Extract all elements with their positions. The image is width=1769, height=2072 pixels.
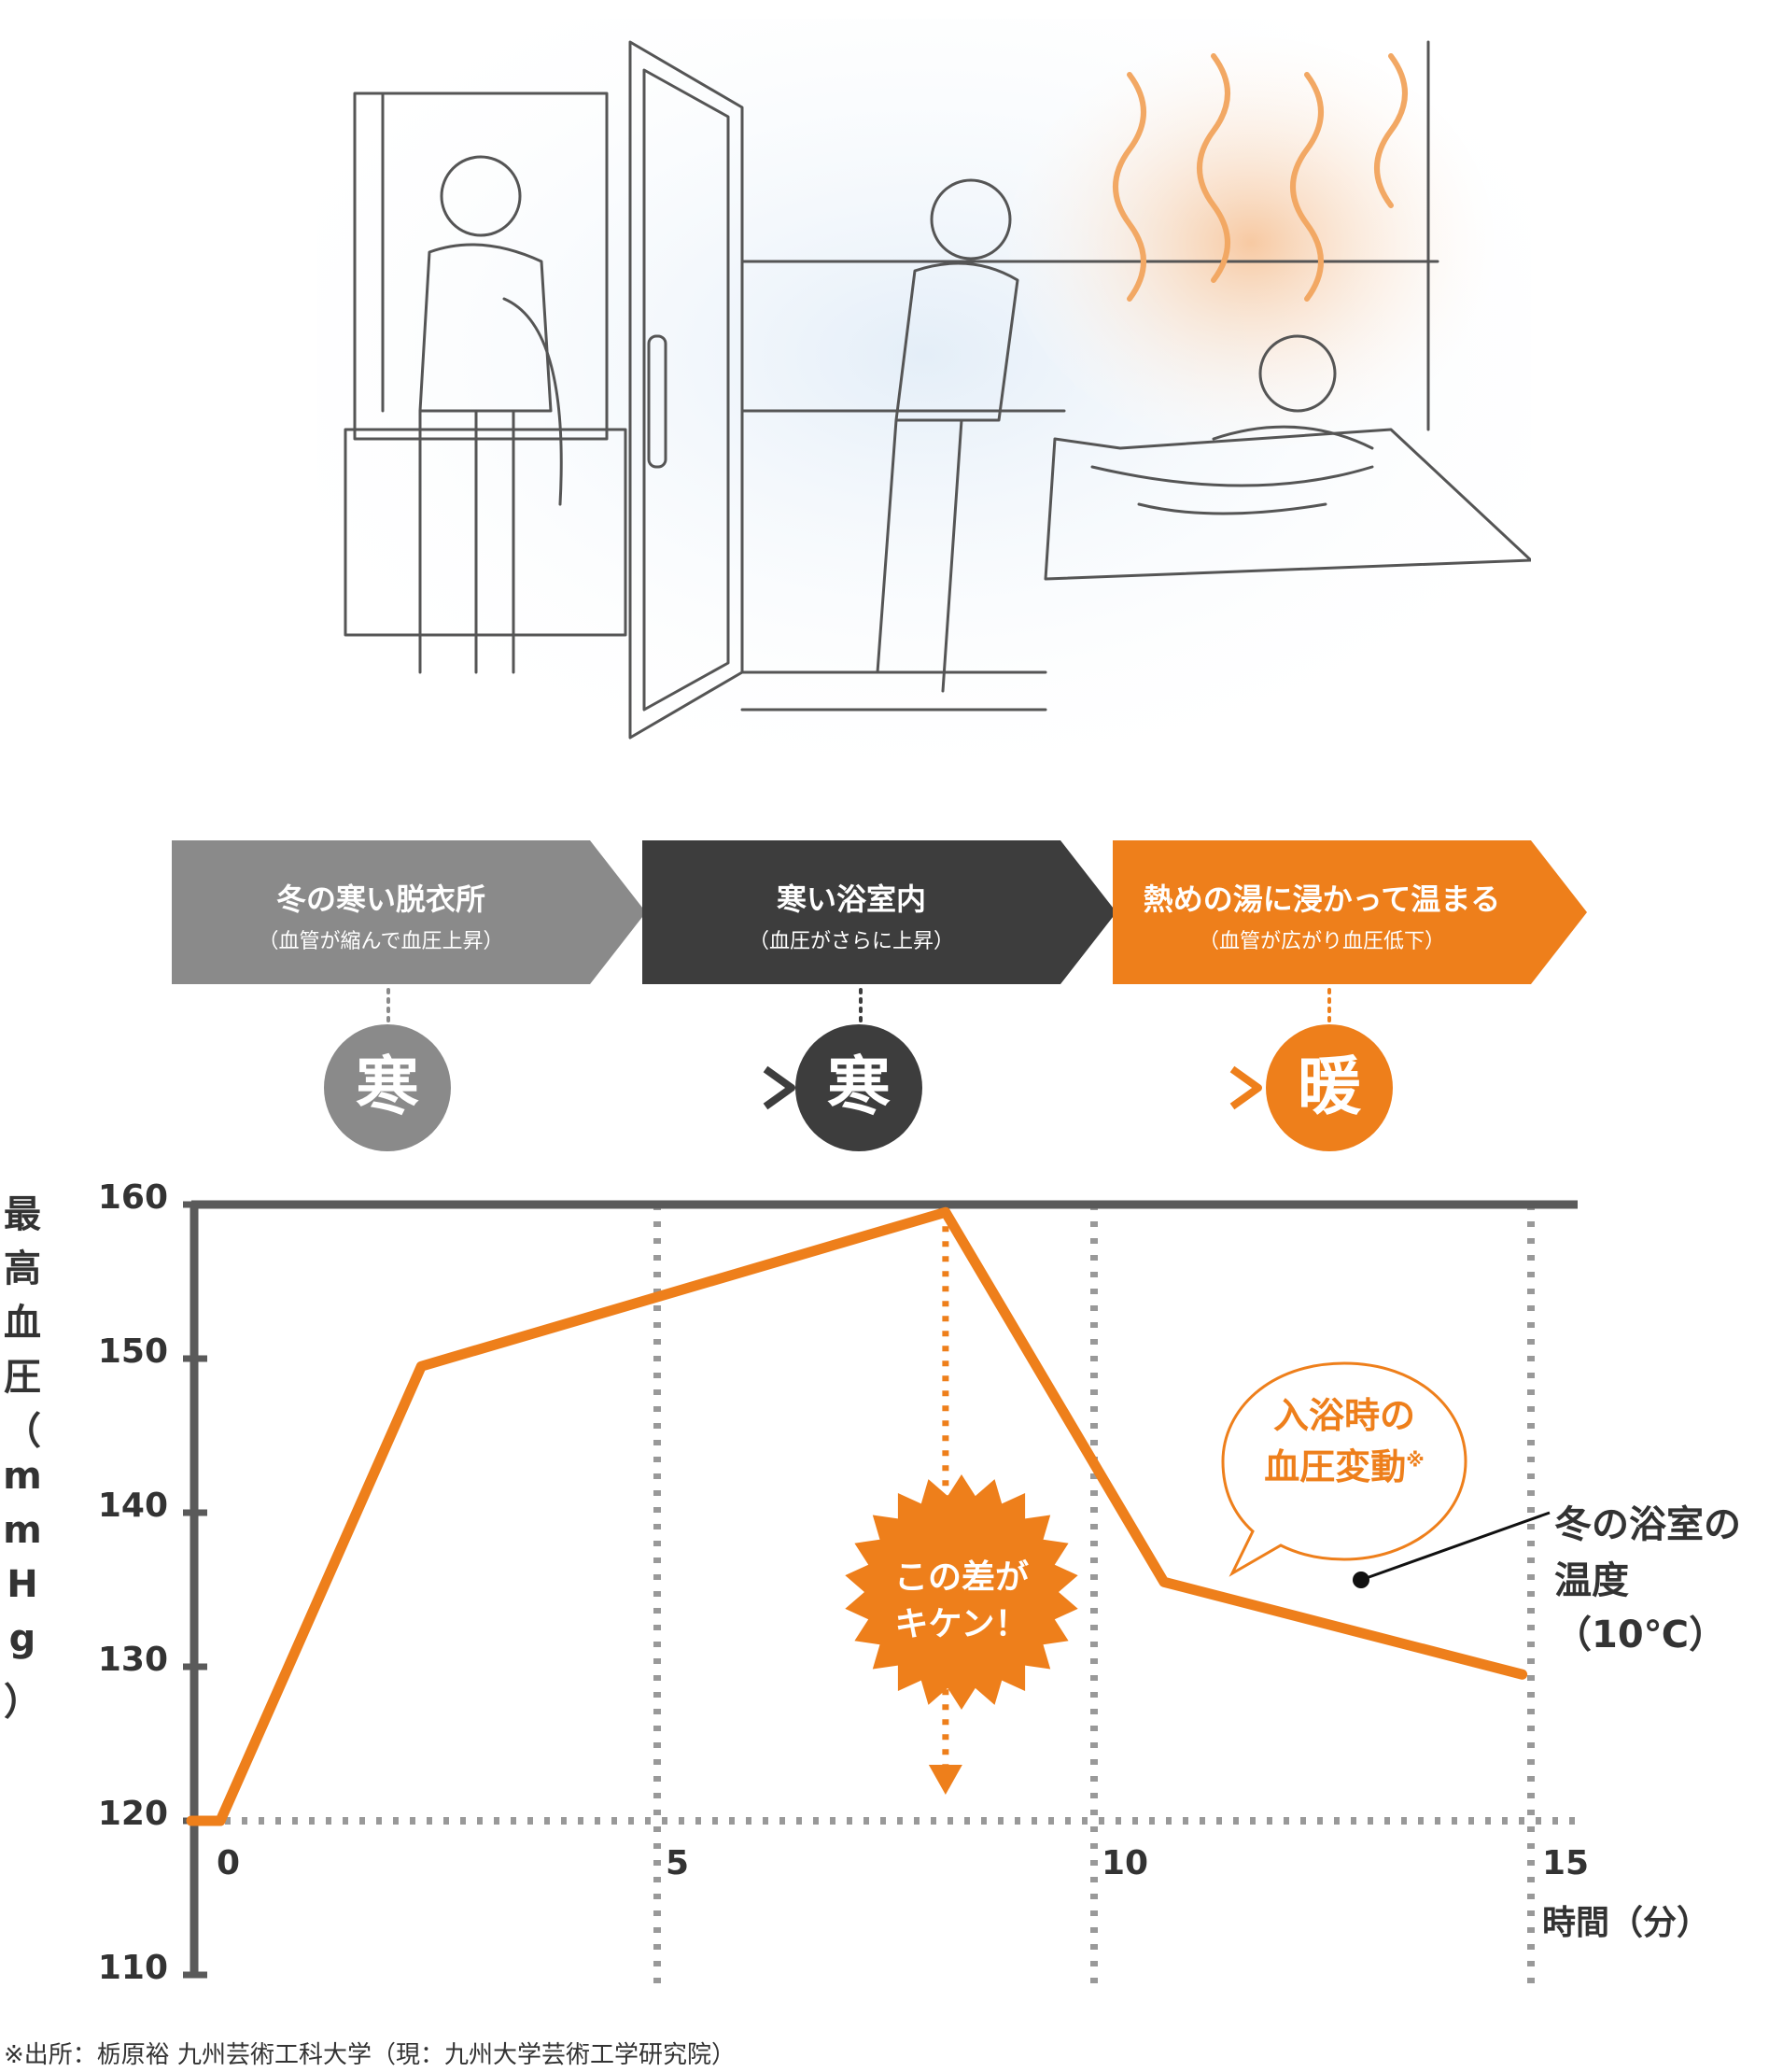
bp-point (1520, 1672, 1524, 1677)
y-axis-label-char: H (7, 1563, 38, 1606)
badge-warm: 暖 (1266, 1024, 1393, 1151)
stage-2-subtitle: （血圧がさらに上昇） (748, 930, 954, 953)
y-tick-120: 120 (97, 1795, 168, 1833)
temp-label-1: 冬の浴室の (1554, 1503, 1741, 1546)
stage-2-shape (642, 840, 1116, 984)
stage-2-title: 寒い浴室内 (776, 881, 926, 917)
bubble-text-1: 入浴時の (1272, 1395, 1415, 1436)
y-axis-label-char: 血 (4, 1302, 41, 1345)
badge-cold-2: 寒 (795, 1024, 922, 1151)
y-axis-label-char: g (8, 1617, 36, 1660)
danger-arrowhead (928, 1765, 962, 1795)
stage-1-shape (172, 840, 646, 984)
y-axis-label-char: ） (4, 1681, 41, 1724)
y-tick-160: 160 (97, 1178, 168, 1217)
danger-text-2: キケン！ (894, 1605, 1029, 1643)
grid-lines (191, 1205, 1578, 1984)
stage-2-bg (642, 840, 1116, 984)
y-axis-label-char: （ (4, 1410, 41, 1453)
stage-3-shape (1113, 840, 1587, 984)
x-tick-0: 0 (217, 1844, 241, 1882)
speech-bubble (1221, 1361, 1467, 1577)
speech-bubble-shape (1221, 1361, 1467, 1577)
temp-label-2: 温度（10℃） (1554, 1559, 1727, 1656)
x-axis-label: 時間（分） (1542, 1904, 1711, 1942)
stage-3-bg (1113, 840, 1587, 984)
x-tick-10: 10 (1102, 1844, 1149, 1882)
bathroom-illustration (317, 19, 1531, 766)
bubble-text-2-main: 血圧変動 (1264, 1446, 1407, 1487)
danger-text-1: この差が (893, 1558, 1029, 1597)
stage-3-subtitle: （血管が広がり血圧低下） (1198, 930, 1445, 953)
badge-cold-1: 寒 (324, 1024, 451, 1151)
y-axis-label-char: 圧 (4, 1356, 41, 1399)
bp-point (1161, 1580, 1166, 1585)
source-note: ※出所：栃原裕 九州芸術工科大学（現：九州大学芸術工学研究院） (4, 2041, 737, 2069)
stage-1-title: 冬の寒い脱衣所 (275, 881, 485, 917)
y-axis-label-char: 最 (4, 1193, 41, 1236)
danger-starburst (845, 1474, 1078, 1710)
y-axis-label-char: m (3, 1455, 42, 1498)
temp-pointer-line (1360, 1511, 1551, 1582)
stage-3: 熱めの湯に浸かって温まる （血管が広がり血圧低下） (1113, 840, 1587, 984)
y-tick-110: 110 (97, 1949, 168, 1987)
stage-2: 寒い浴室内 （血圧がさらに上昇） (642, 840, 1116, 984)
flow-arrowhead-2 (1229, 1065, 1262, 1110)
danger-starburst-shape (845, 1474, 1078, 1710)
bubble-note-mark: ※ (1406, 1448, 1425, 1472)
bubble-text-2: 血圧変動※ (1223, 1438, 1466, 1489)
y-axis-label-char: 高 (4, 1247, 41, 1290)
stage-1-subtitle: （血管が縮んで血圧上昇） (258, 930, 504, 953)
bp-point (943, 1210, 948, 1215)
x-tick-15: 15 (1542, 1844, 1590, 1882)
temp-pointer-dot (1353, 1572, 1369, 1588)
bp-point (419, 1364, 424, 1369)
stage-1-bg (172, 840, 646, 984)
y-axis-label-char: m (3, 1509, 42, 1552)
flow-arrowhead-1 (763, 1065, 795, 1110)
x-tick-5: 5 (666, 1844, 690, 1882)
y-tick-140: 140 (97, 1487, 168, 1525)
y-tick-130: 130 (97, 1641, 168, 1679)
stage-1: 冬の寒い脱衣所 （血管が縮んで血圧上昇） (172, 840, 646, 984)
y-tick-150: 150 (97, 1332, 168, 1371)
stage-3-title: 熱めの湯に浸かって温まる (1143, 881, 1501, 917)
